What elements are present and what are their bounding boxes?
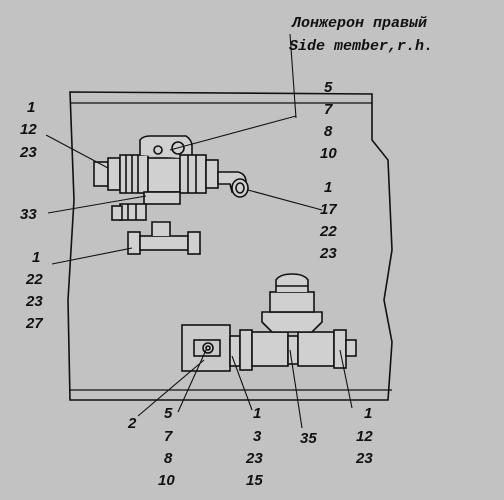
mounting-plate — [181, 324, 231, 372]
callout-plate-bolt-2: 7 — [164, 428, 173, 445]
callout-plate-bolt-3: 8 — [164, 450, 173, 467]
callout-frame-2: 7 — [324, 101, 333, 118]
callout-tee-bracket-1: 1 — [27, 99, 36, 116]
lower-tee-fitting — [127, 221, 201, 255]
callout-tee-bracket-3: 23 — [20, 144, 37, 161]
title-ru: Лонжерон правый — [292, 15, 428, 32]
callout-pipe-right-2: 12 — [356, 428, 373, 445]
callout-elbow-4: 23 — [320, 245, 337, 262]
callout-elbow-3: 22 — [320, 223, 337, 240]
callout-pipe-left-4: 15 — [246, 472, 263, 489]
callout-frame-4: 10 — [320, 145, 337, 162]
callout-lower-tee-4: 27 — [26, 315, 43, 332]
callout-plate-bolt-1: 5 — [164, 405, 173, 422]
callout-valve: 35 — [300, 430, 317, 447]
callout-tee-bracket-2: 12 — [20, 121, 37, 138]
valve-assembly — [229, 273, 357, 371]
callout-lower-tee-1: 1 — [32, 249, 41, 266]
callout-frame-1: 5 — [324, 79, 333, 96]
callout-pipe-left-3: 23 — [246, 450, 263, 467]
upper-tee-fitting — [93, 135, 219, 221]
title-en: Side member,r.h. — [289, 38, 434, 55]
side-member-frame — [67, 91, 393, 401]
callout-elbow-2: 17 — [320, 201, 337, 218]
callout-lower-tee-2: 22 — [26, 271, 43, 288]
callout-pipe-right-1: 1 — [364, 405, 373, 422]
callout-pipe-left-2: 3 — [253, 428, 262, 445]
callout-elbow-1: 1 — [324, 179, 333, 196]
callout-pipe-right-3: 23 — [356, 450, 373, 467]
callout-plate: 2 — [128, 415, 137, 432]
callout-plate-bolt-4: 10 — [158, 472, 175, 489]
leader-lines — [45, 33, 353, 429]
callout-pipe-left-1: 1 — [253, 405, 262, 422]
callout-lower-tee-3: 23 — [26, 293, 43, 310]
callout-tee-body: 33 — [20, 206, 37, 223]
elbow-fitting — [217, 171, 249, 198]
callout-frame-3: 8 — [324, 123, 333, 140]
